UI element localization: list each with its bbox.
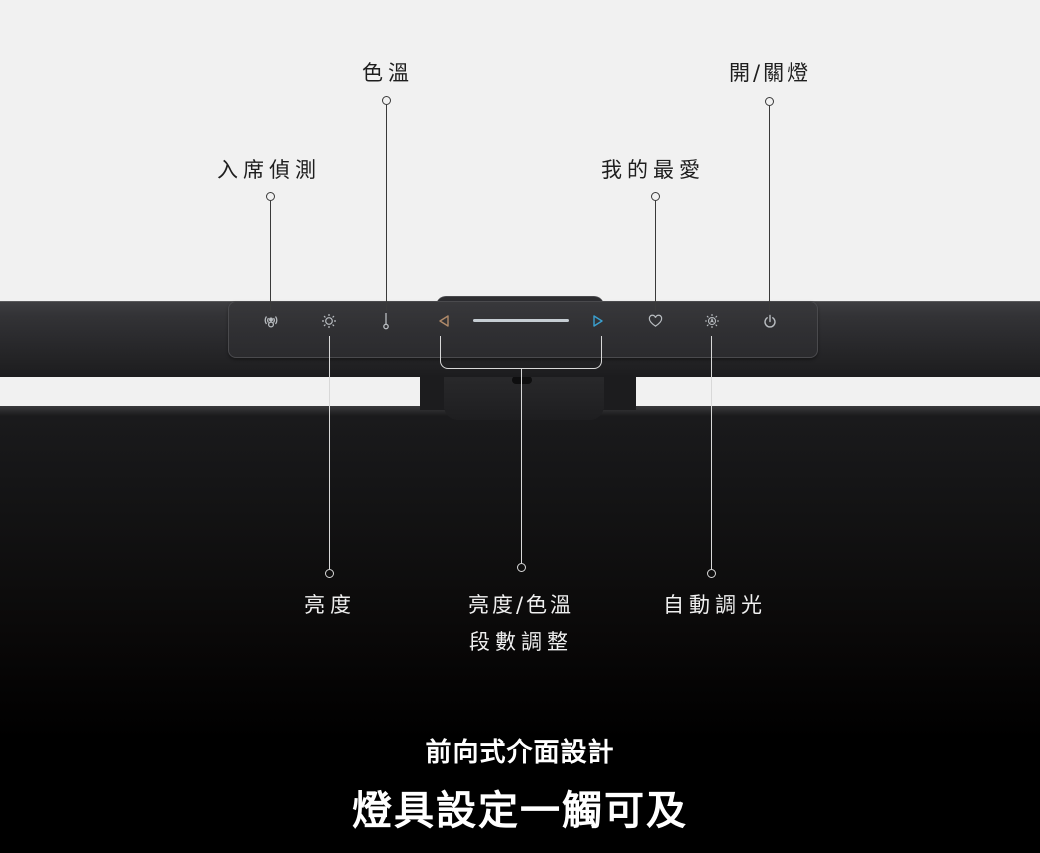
adjust-label-line1: 亮度/色溫 xyxy=(467,593,575,617)
presence-callout-line xyxy=(270,201,271,311)
brightness-callout-dot xyxy=(325,569,334,578)
heart-icon[interactable] xyxy=(646,312,664,330)
color-temp-callout-dot xyxy=(382,96,391,105)
slider-track[interactable] xyxy=(473,319,569,322)
adjust-callout-dot xyxy=(517,563,526,572)
presence-label: 入席偵測 xyxy=(217,158,321,182)
power-callout-line xyxy=(769,106,770,311)
auto-dim-callout-line xyxy=(711,336,712,569)
auto-dim-label: 自動調光 xyxy=(663,593,767,617)
power-callout-dot xyxy=(765,97,774,106)
headline-subtitle: 前向式介面設計 xyxy=(425,738,615,768)
favorite-label: 我的最愛 xyxy=(601,158,705,182)
adjust-callout-line xyxy=(521,369,522,563)
slider-bracket xyxy=(440,336,602,369)
color-temp-label: 色溫 xyxy=(362,61,414,85)
presence-sensor-icon[interactable] xyxy=(262,312,280,330)
headline-title: 燈具設定一觸可及 xyxy=(352,788,688,834)
thermometer-icon[interactable] xyxy=(378,311,394,331)
adjust-label-line2: 段數調整 xyxy=(469,630,573,654)
brightness-label: 亮度 xyxy=(304,593,356,617)
favorite-callout-line xyxy=(655,201,656,311)
presence-callout-dot xyxy=(266,192,275,201)
brightness-callout-line xyxy=(329,336,330,569)
favorite-callout-dot xyxy=(651,192,660,201)
left-arrow-icon[interactable] xyxy=(436,313,452,329)
sun-icon[interactable] xyxy=(320,312,338,330)
monitor-screen xyxy=(0,406,1040,853)
clip-sensor xyxy=(512,376,532,384)
auto-brightness-icon[interactable] xyxy=(703,312,721,330)
auto-dim-callout-dot xyxy=(707,569,716,578)
right-arrow-icon[interactable] xyxy=(590,313,606,329)
color-temp-callout-line xyxy=(386,105,387,311)
power-label: 開/關燈 xyxy=(729,61,812,85)
power-icon[interactable] xyxy=(761,312,779,330)
control-panel xyxy=(228,301,818,358)
